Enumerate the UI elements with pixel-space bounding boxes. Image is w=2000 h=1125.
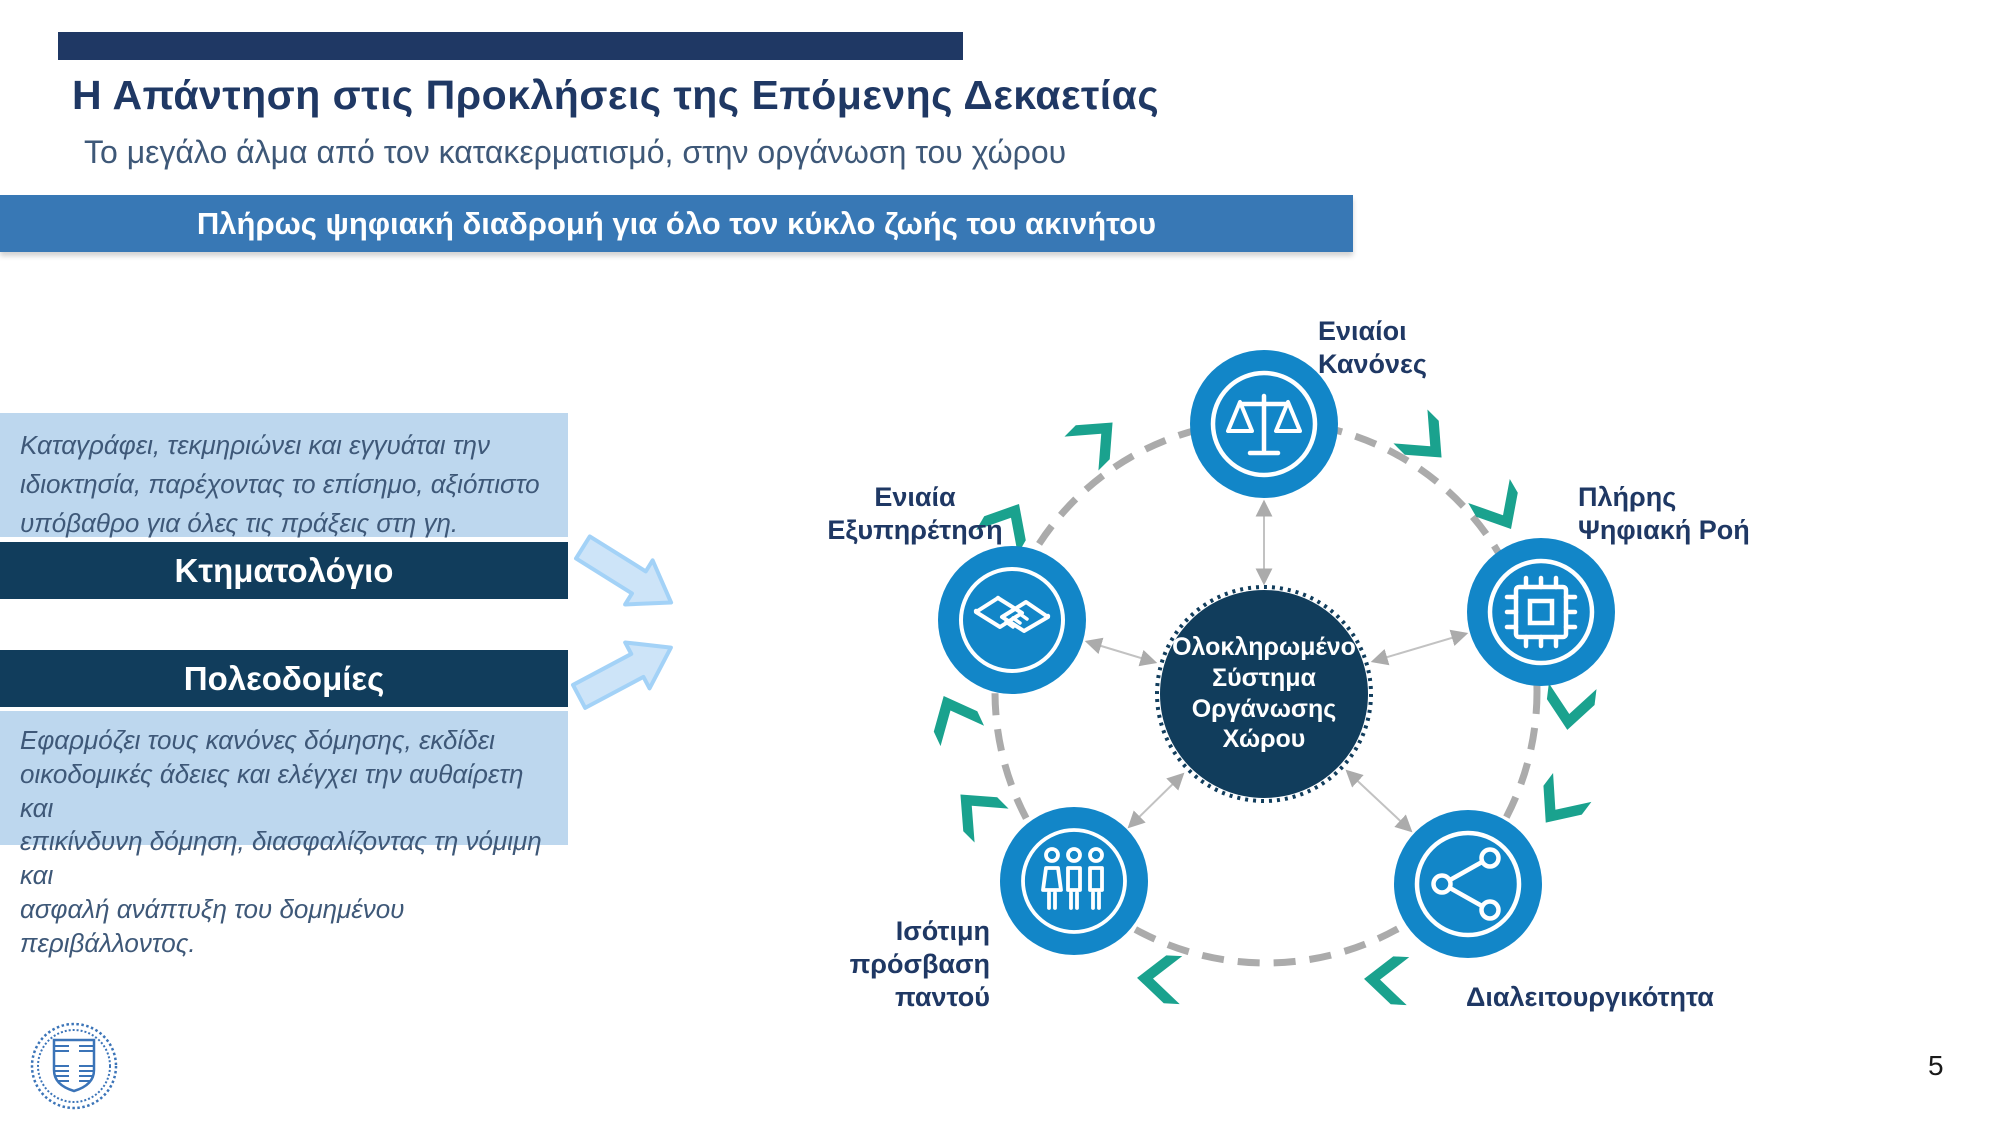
people-icon <box>1021 828 1127 934</box>
flow-arrow-planning <box>570 640 673 710</box>
page-subtitle: Το μεγάλο άλμα από τον κατακερματισμό, σ… <box>84 134 1067 170</box>
page-title: Η Απάντηση στις Προκλήσεις της Επόμενης … <box>72 72 1160 118</box>
planning-bar: Πολεοδομίες <box>0 650 568 707</box>
top-accent-bar <box>58 32 963 60</box>
spoke-left <box>1084 637 1158 667</box>
node-service <box>938 546 1086 694</box>
planning-description: Εφαρμόζει τους κανόνες δόμησης, εκδίδει … <box>0 711 568 958</box>
scales-icon <box>1210 370 1318 478</box>
chevron-top-right <box>1393 409 1442 458</box>
label-interoperability: Διαλειτουργικότητα <box>1466 982 1714 1012</box>
chevron-left-lower <box>960 794 1009 843</box>
chevron-bottom-right <box>1364 956 1410 1006</box>
page-number: 5 <box>1928 1050 1944 1081</box>
banner-text: Πλήρως ψηφιακή διαδρομή για όλο τον κύκλ… <box>196 205 1157 241</box>
node-interoperability <box>1394 810 1542 958</box>
label-rules: Ενιαίοι Κανόνες <box>1318 316 1427 379</box>
chevron-right-mid <box>1546 683 1597 730</box>
cadastre-bar: Κτηματολόγιο <box>0 542 568 599</box>
cadastre-description: Καταγράφει, τεκμηριώνει και εγγυάται την… <box>0 413 568 538</box>
center-circle <box>1155 585 1373 803</box>
center-label: Ολοκληρωμένο Σύστημα Οργάνωσης Χώρου <box>1172 633 1356 754</box>
spoke-bottom-left <box>1127 772 1185 829</box>
chevron-top-left <box>1064 422 1113 471</box>
chevron-left-mid <box>933 696 985 747</box>
node-access <box>1000 807 1148 955</box>
spoke-bottom-right <box>1345 769 1413 833</box>
node-digital <box>1467 538 1615 686</box>
handshake-icon <box>959 567 1065 673</box>
banner: Πλήρως ψηφιακή διαδρομή για όλο τον κύκλ… <box>0 195 1353 252</box>
label-access: Ισότιμη πρόσβαση παντού <box>849 916 990 1012</box>
cadastre-bar-label: Κτηματολόγιο <box>174 551 394 589</box>
chip-icon <box>1487 558 1595 666</box>
share-icon <box>1414 830 1522 938</box>
chevron-left-upper <box>976 503 1026 555</box>
spoke-right <box>1370 629 1469 666</box>
node-rules <box>1190 350 1338 498</box>
chevron-right-upper <box>1468 478 1518 530</box>
spokes <box>1084 499 1469 833</box>
greek-emblem-icon <box>30 1022 118 1110</box>
rotation-chevrons <box>933 409 1597 1006</box>
chevron-bottom-left <box>1137 955 1183 1005</box>
planning-bar-label: Πολεοδομίες <box>183 659 385 697</box>
label-digital: Πλήρης Ψηφιακή Ροή <box>1578 482 1750 545</box>
chevron-right-lower <box>1543 772 1592 823</box>
flow-arrow-cadastre <box>574 534 674 607</box>
label-service: Ενιαία Εξυπηρέτηση <box>827 482 1003 545</box>
